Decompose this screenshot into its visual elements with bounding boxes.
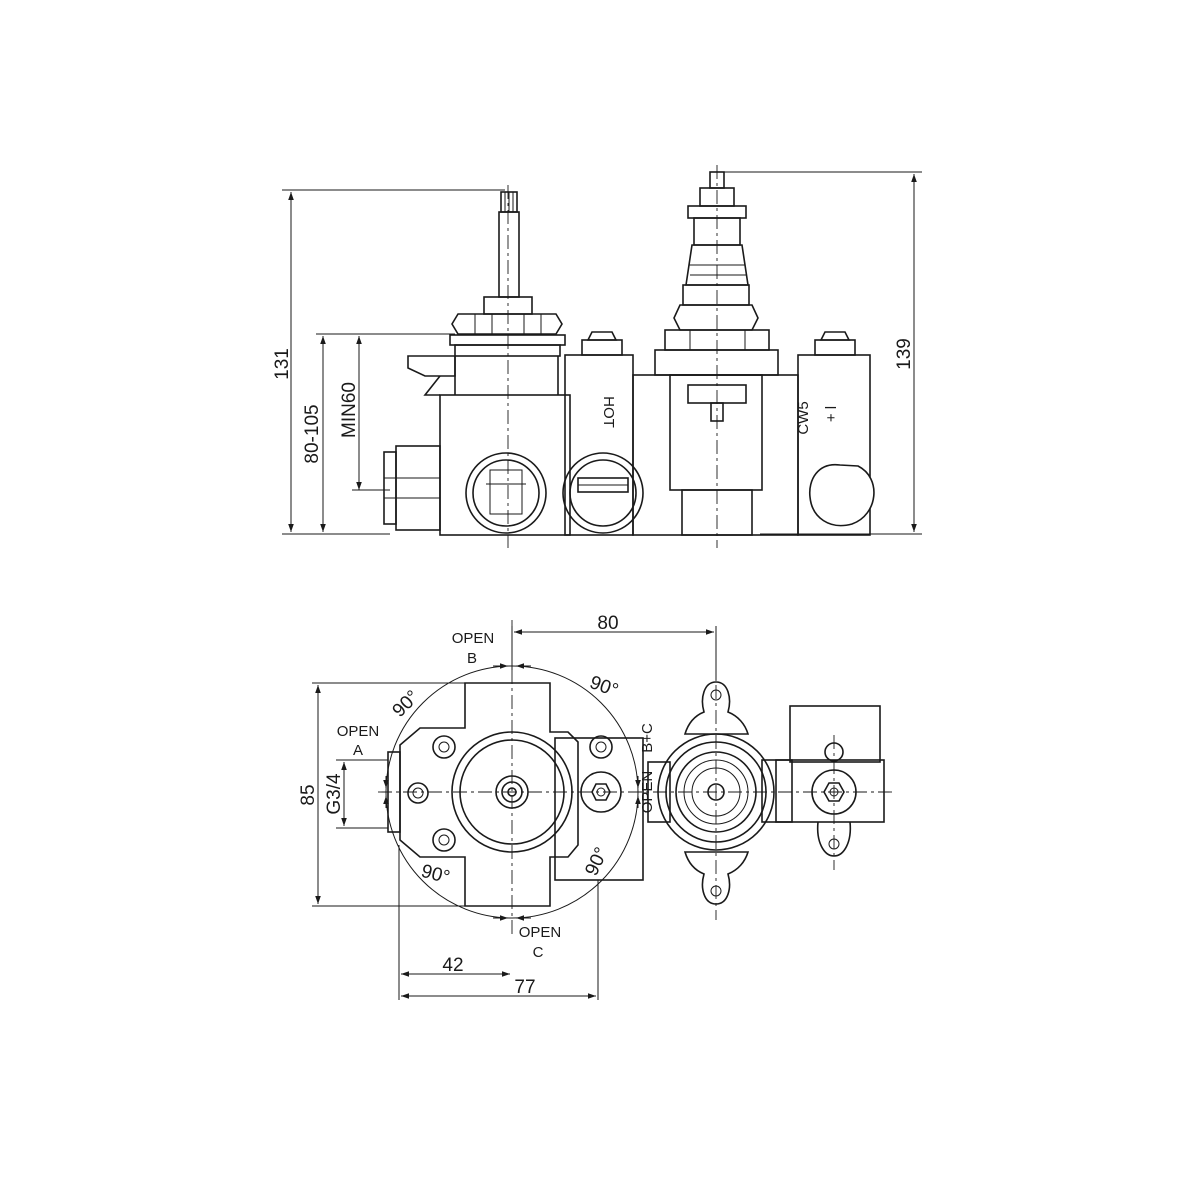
dim-install-depth: 80-105 xyxy=(302,333,455,532)
side-view: 131 80-105 MIN60 139 xyxy=(272,165,922,548)
open-b-label: OPEN xyxy=(452,630,495,647)
plus-minus-label: + l xyxy=(823,406,840,422)
top-view: 80 85 G3/4 42 77 xyxy=(298,613,896,1000)
dim-42-label: 42 xyxy=(442,955,463,976)
dim-body-height: 85 xyxy=(298,682,470,907)
open-a-letter: A xyxy=(353,742,363,759)
thermostatic-cartridge xyxy=(632,165,799,548)
hot-body: HOT xyxy=(564,331,634,536)
open-bc-letters: B+C xyxy=(639,723,656,753)
dim-85-label: 85 xyxy=(298,784,319,805)
dim-offsets: 42 77 xyxy=(398,845,599,1000)
dim-total-height-left: 131 xyxy=(272,189,505,535)
open-c-label: OPEN xyxy=(519,924,562,941)
cw5-label: CW5 xyxy=(795,401,812,434)
dim-80-label: 80 xyxy=(597,613,618,634)
open-b-letter: B xyxy=(467,650,477,667)
cartridge-top xyxy=(647,681,793,905)
dim-min-depth: MIN60 xyxy=(339,336,390,491)
dim-77-label: 77 xyxy=(514,977,535,998)
hot-label: HOT xyxy=(600,396,617,428)
dim-total-height-right: 139 xyxy=(718,171,922,535)
open-a-label: OPEN xyxy=(337,723,380,740)
diverter-body xyxy=(383,185,644,548)
dim-131-label: 131 xyxy=(272,348,293,380)
dim-min60-label: MIN60 xyxy=(339,382,360,438)
cold-body: CW5 + l xyxy=(795,331,875,536)
angle-top-left: 90° xyxy=(389,687,424,722)
angle-top-right: 90° xyxy=(587,672,621,702)
dim-80-105-label: 80-105 xyxy=(302,404,323,463)
thread-label: G3/4 xyxy=(324,773,345,815)
dim-139-label: 139 xyxy=(894,338,915,370)
angle-bottom-left: 90° xyxy=(419,861,452,889)
open-c-letter: C xyxy=(533,944,544,961)
open-bc-label: OPEN xyxy=(639,771,656,814)
dim-thread: G3/4 xyxy=(324,759,388,829)
